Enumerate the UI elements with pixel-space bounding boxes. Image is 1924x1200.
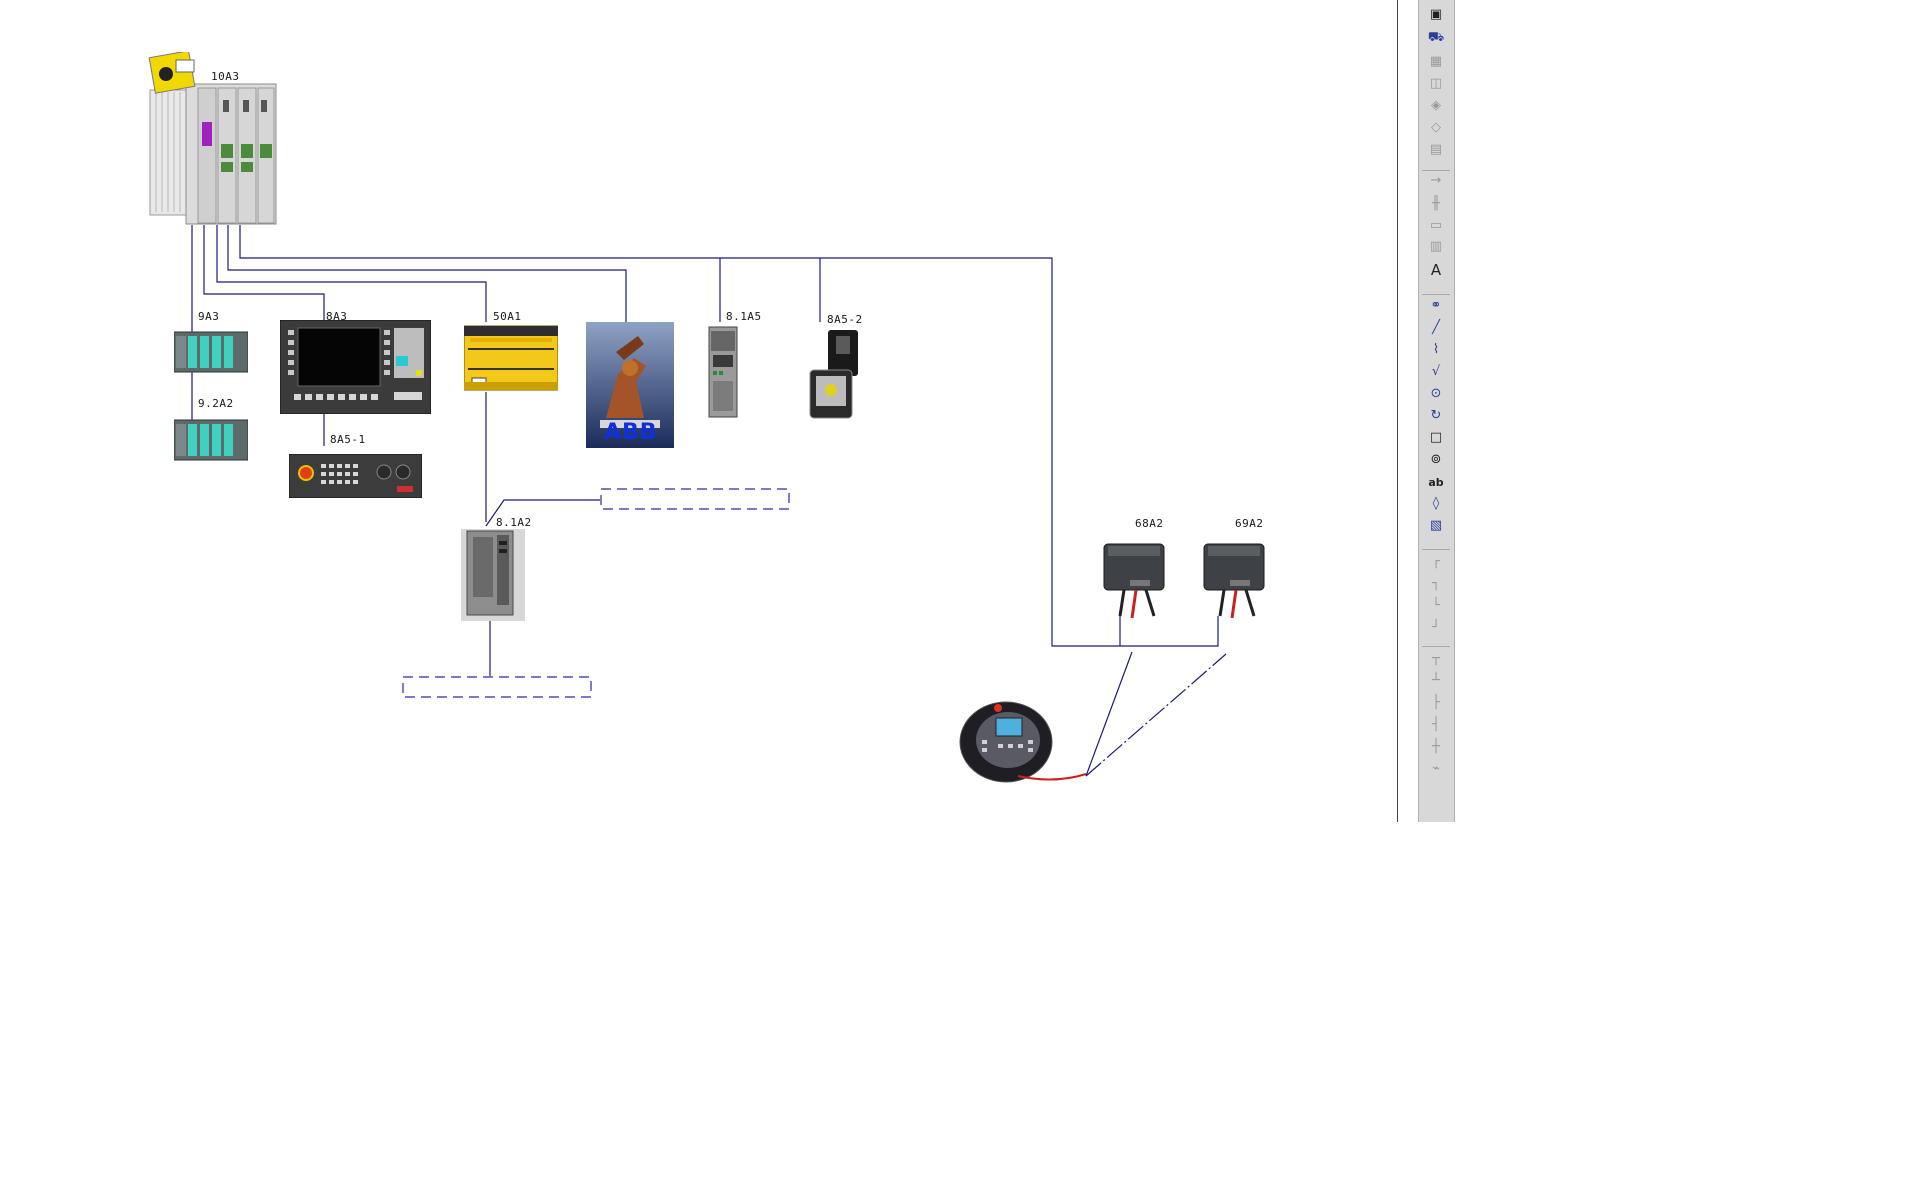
toolbar-separator	[1422, 646, 1450, 647]
arc-tool-icon[interactable]: ↻	[1430, 408, 1442, 423]
io-module-label: 9A3	[198, 310, 220, 323]
drive-unit-label: 10A3	[211, 70, 240, 83]
corner-br-tool-icon[interactable]: ┘	[1432, 620, 1440, 635]
io-module-2-device[interactable]	[173, 418, 249, 462]
drawing-toolbar: ▣ ⛟ ▦ ◫ ◈ ◇ ▤ → ╫ ▭ ▥ A ⚭ ╱ ⌇ √ ⊙ ↻ □ ⊚ ab ◊ ▧ ┌ ┐ └ ┘ ┬ ┴ ├ ┤ ┼ ⌁	[1418, 0, 1455, 822]
rectangle-tool-icon[interactable]: □	[1429, 430, 1443, 445]
grid-tool-icon[interactable]: ▦	[1429, 54, 1443, 69]
link-tool-icon[interactable]: ⚭	[1430, 298, 1442, 313]
connection-box-1-label: 68A2	[1135, 517, 1164, 530]
machine-control-panel-device[interactable]	[288, 453, 423, 499]
tee-down-tool-icon[interactable]: ┬	[1432, 651, 1440, 666]
small-plc-device[interactable]	[707, 325, 739, 419]
hmi-panel-label: 8A3	[326, 310, 348, 323]
safety-controller-device[interactable]	[463, 322, 559, 394]
tee-right-tool-icon[interactable]: ├	[1432, 695, 1440, 710]
cart-tool-icon[interactable]: ⛟	[1427, 30, 1445, 45]
ellipse-tool-icon[interactable]: ⊚	[1430, 452, 1442, 467]
safety-controller-label: 50A1	[493, 310, 522, 323]
handheld-adapter-label: 8A5-2	[827, 313, 863, 326]
freehand-tool-icon[interactable]: √	[1431, 364, 1441, 379]
corner-tl-tool-icon[interactable]: ┌	[1432, 554, 1440, 569]
connection-lines	[191, 225, 1227, 777]
canvas-divider	[1397, 0, 1398, 822]
corner-tr-tool-icon[interactable]: ┐	[1432, 576, 1440, 591]
line-drive-hmi	[203, 225, 325, 320]
dashed-box-right	[600, 488, 790, 510]
cross-tool-icon[interactable]: ┼	[1432, 739, 1440, 754]
hatch-tool-icon[interactable]: ╫	[1432, 196, 1440, 211]
line-drive-robot	[227, 225, 627, 322]
line-handheld-connbox2	[1085, 653, 1227, 777]
toolbar-separator	[1422, 549, 1450, 550]
text-tool-icon[interactable]: A	[1430, 260, 1442, 279]
io-module-2-label: 9.2A2	[198, 397, 234, 410]
circle-tool-icon[interactable]: ⊙	[1430, 386, 1442, 401]
line-drive-safety	[216, 225, 487, 322]
abb-robot-image[interactable]: ABB	[586, 322, 674, 448]
handheld-terminal-device[interactable]	[958, 698, 1092, 788]
handheld-adapter-device[interactable]	[806, 326, 868, 422]
dashed-box-bottom	[402, 676, 592, 698]
save-tool-icon[interactable]: ▣	[1429, 7, 1443, 22]
frame-tool-icon[interactable]: ▭	[1429, 218, 1443, 233]
tee-up-tool-icon[interactable]: ┴	[1432, 673, 1440, 688]
image-tool-icon[interactable]: ▧	[1429, 518, 1443, 533]
arrow-tool-icon[interactable]: →	[1430, 173, 1442, 188]
line-drive-main	[239, 225, 1219, 647]
jump-tool-icon[interactable]: ⌁	[1432, 761, 1440, 776]
label-tool-icon[interactable]: ab	[1428, 476, 1444, 489]
line-cpu-dashed	[485, 499, 600, 527]
layer-tool-icon[interactable]: ▤	[1429, 142, 1443, 157]
snap-center-tool-icon[interactable]: ◈	[1431, 98, 1441, 113]
io-module-device[interactable]	[173, 330, 249, 374]
cpu-module-device[interactable]	[461, 527, 527, 623]
line-handheld-connbox1	[1085, 651, 1133, 777]
small-plc-label: 8.1A5	[726, 310, 762, 323]
snap-point-tool-icon[interactable]: ◇	[1431, 120, 1441, 135]
snap-tool-icon[interactable]: ◫	[1429, 76, 1443, 91]
toolbar-separator	[1422, 294, 1450, 295]
table-tool-icon[interactable]: ▥	[1429, 239, 1443, 254]
line-tool-icon[interactable]: ╱	[1432, 320, 1440, 335]
connection-box-2-device[interactable]	[1202, 540, 1268, 620]
abb-logo-text: ABB	[604, 420, 658, 445]
symbol-tool-icon[interactable]: ◊	[1432, 496, 1440, 511]
tee-left-tool-icon[interactable]: ┤	[1432, 717, 1440, 732]
hmi-panel-device[interactable]	[279, 319, 432, 415]
corner-bl-tool-icon[interactable]: └	[1432, 598, 1440, 613]
cpu-module-label: 8.1A2	[496, 516, 532, 529]
machine-control-panel-label: 8A5-1	[330, 433, 366, 446]
toolbar-separator	[1422, 170, 1450, 171]
drive-unit-device[interactable]	[148, 50, 280, 227]
polyline-tool-icon[interactable]: ⌇	[1432, 342, 1440, 357]
connection-box-1-device[interactable]	[1102, 540, 1168, 620]
connection-box-2-label: 69A2	[1235, 517, 1264, 530]
schematic-canvas[interactable]: 10A3 9A3 9.2A2 8A3	[0, 0, 1400, 822]
